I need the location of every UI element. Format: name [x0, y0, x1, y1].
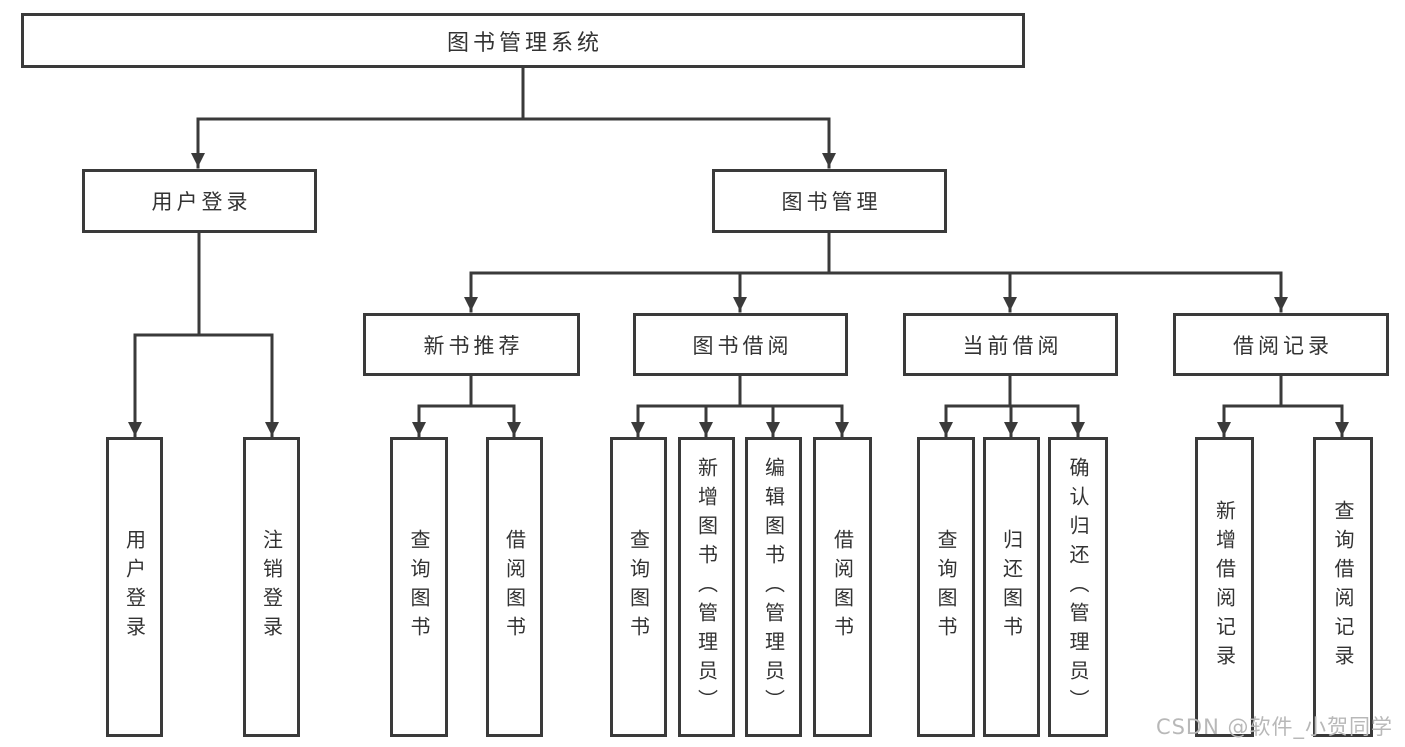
node-book-borrow: 图书借阅: [633, 313, 848, 376]
leaf-edit-books-admin: 编辑图书（管理员）: [745, 437, 802, 737]
node-current-borrow: 当前借阅: [903, 313, 1118, 376]
leaf-borrow-books: 借阅图书: [813, 437, 872, 737]
connector-book-borrow-trunk: [636, 374, 844, 408]
connector-user-login-trunk: [133, 231, 274, 337]
leaf-label: 借阅图书: [830, 529, 855, 645]
node-label: 新书推荐: [423, 333, 524, 358]
node-book-management: 图书管理: [712, 169, 947, 233]
leaf-confirm-return-admin: 确认归还（管理员）: [1048, 437, 1108, 737]
node-label: 用户登录: [151, 190, 252, 214]
leaf-label: 确认归还（管理员）: [1066, 456, 1090, 718]
leaf-query-books-recommend: 查询图书: [390, 437, 448, 737]
leaf-query-borrow-record: 查询借阅记录: [1313, 437, 1373, 737]
node-label: 图书借阅: [692, 333, 793, 358]
node-new-book-recommend: 新书推荐: [363, 313, 580, 376]
leaf-label: 新增图书（管理员）: [694, 456, 719, 718]
leaf-logout: 注销登录: [243, 437, 300, 737]
leaf-label: 注销登录: [259, 529, 284, 645]
connector-root-trunk: [196, 66, 831, 121]
node-borrow-records: 借阅记录: [1173, 313, 1389, 376]
leaf-label: 用户登录: [122, 529, 147, 645]
connector-book-management-trunk: [469, 231, 1283, 275]
leaf-label: 借阅图书: [502, 529, 527, 645]
csdn-watermark: CSDN @软件_小贺同学: [1155, 715, 1393, 739]
node-label: 图书管理: [781, 190, 882, 214]
node-label: 借阅记录: [1233, 333, 1333, 358]
leaf-add-books-admin: 新增图书（管理员）: [678, 437, 735, 737]
leaf-label: 编辑图书（管理员）: [761, 456, 786, 718]
node-user-login: 用户登录: [82, 169, 317, 233]
node-label: 当前借阅: [962, 333, 1063, 358]
leaf-query-books-borrow: 查询图书: [610, 437, 667, 737]
leaf-label: 查询图书: [934, 529, 958, 645]
connector-new-book-trunk: [417, 374, 516, 408]
connector-current-borrow-trunk: [944, 374, 1080, 408]
leaf-label: 归还图书: [999, 529, 1024, 645]
leaf-label: 新增借阅记录: [1212, 500, 1237, 674]
node-root-library-system: 图书管理系统: [21, 13, 1025, 68]
leaf-add-borrow-record: 新增借阅记录: [1195, 437, 1254, 737]
leaf-label: 查询图书: [407, 529, 431, 645]
leaf-return-books: 归还图书: [983, 437, 1040, 737]
leaf-borrow-books-recommend: 借阅图书: [486, 437, 543, 737]
node-label: 图书管理系统: [446, 30, 603, 56]
connector-borrow-records-trunk: [1222, 374, 1344, 408]
leaf-label: 查询图书: [626, 529, 651, 645]
leaf-user-login: 用户登录: [106, 437, 163, 737]
leaf-query-books-current: 查询图书: [917, 437, 975, 737]
leaf-label: 查询借阅记录: [1331, 500, 1355, 674]
